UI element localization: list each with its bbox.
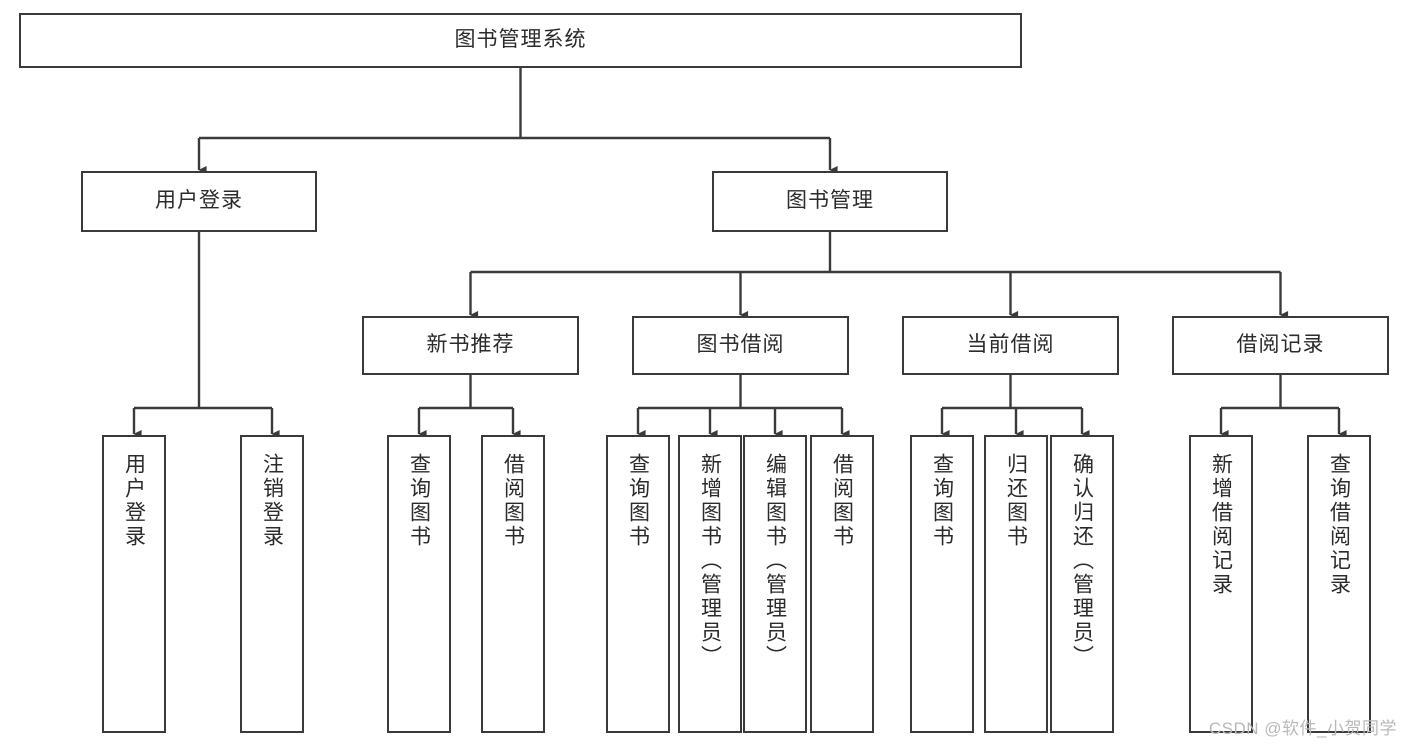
node-leaf-borrow-book-new-label: 借阅图书 (501, 453, 525, 549)
node-leaf-query-borrow-record[interactable]: 查询借阅记录 (1307, 435, 1371, 733)
node-user-login[interactable]: 用户登录 (81, 171, 317, 232)
node-book-borrow[interactable]: 图书借阅 (632, 316, 849, 375)
node-leaf-logout-label: 注销登录 (260, 453, 284, 549)
node-borrow-record-label: 借阅记录 (1236, 333, 1325, 357)
node-root-label: 图书管理系统 (454, 28, 587, 52)
node-book-borrow-label: 图书借阅 (696, 333, 785, 357)
node-leaf-confirm-return-admin-label: 确认归还（管理员） (1070, 453, 1094, 669)
node-leaf-add-borrow-record-label: 新增借阅记录 (1209, 453, 1233, 597)
node-leaf-confirm-return-admin[interactable]: 确认归还（管理员） (1050, 435, 1114, 733)
node-leaf-edit-book-admin-label: 编辑图书（管理员） (763, 453, 787, 669)
node-current-borrow-label: 当前借阅 (966, 333, 1055, 357)
node-leaf-user-login[interactable]: 用户登录 (102, 435, 166, 733)
edge-paths (132, 68, 1347, 439)
node-leaf-return-book-label: 归还图书 (1004, 453, 1028, 549)
node-leaf-add-borrow-record[interactable]: 新增借阅记录 (1189, 435, 1253, 733)
node-leaf-query-book[interactable]: 查询图书 (606, 435, 670, 733)
node-leaf-query-book-label: 查询图书 (626, 453, 650, 549)
node-leaf-add-book-admin[interactable]: 新增图书（管理员） (678, 435, 742, 733)
node-leaf-borrow-book[interactable]: 借阅图书 (810, 435, 874, 733)
node-leaf-query-book-current-label: 查询图书 (930, 453, 954, 549)
node-book-management[interactable]: 图书管理 (712, 171, 948, 232)
node-leaf-borrow-book-label: 借阅图书 (830, 453, 854, 549)
node-leaf-query-book-new[interactable]: 查询图书 (387, 435, 451, 733)
node-leaf-borrow-book-new[interactable]: 借阅图书 (481, 435, 545, 733)
node-new-book-recommend-label: 新书推荐 (426, 333, 515, 357)
node-leaf-user-login-label: 用户登录 (122, 453, 146, 549)
node-leaf-edit-book-admin[interactable]: 编辑图书（管理员） (743, 435, 807, 733)
csdn-watermark: CSDN @软件_小贺同学 (1208, 719, 1397, 738)
node-leaf-return-book[interactable]: 归还图书 (984, 435, 1048, 733)
node-root[interactable]: 图书管理系统 (19, 13, 1022, 68)
node-leaf-add-book-admin-label: 新增图书（管理员） (698, 453, 722, 669)
node-book-management-label: 图书管理 (786, 189, 874, 213)
node-leaf-query-borrow-record-label: 查询借阅记录 (1327, 453, 1351, 597)
node-borrow-record[interactable]: 借阅记录 (1172, 316, 1389, 375)
node-new-book-recommend[interactable]: 新书推荐 (362, 316, 579, 375)
node-leaf-query-book-new-label: 查询图书 (407, 453, 431, 549)
node-leaf-query-book-current[interactable]: 查询图书 (910, 435, 974, 733)
node-leaf-logout[interactable]: 注销登录 (240, 435, 304, 733)
node-current-borrow[interactable]: 当前借阅 (902, 316, 1119, 375)
node-user-login-label: 用户登录 (155, 189, 243, 213)
